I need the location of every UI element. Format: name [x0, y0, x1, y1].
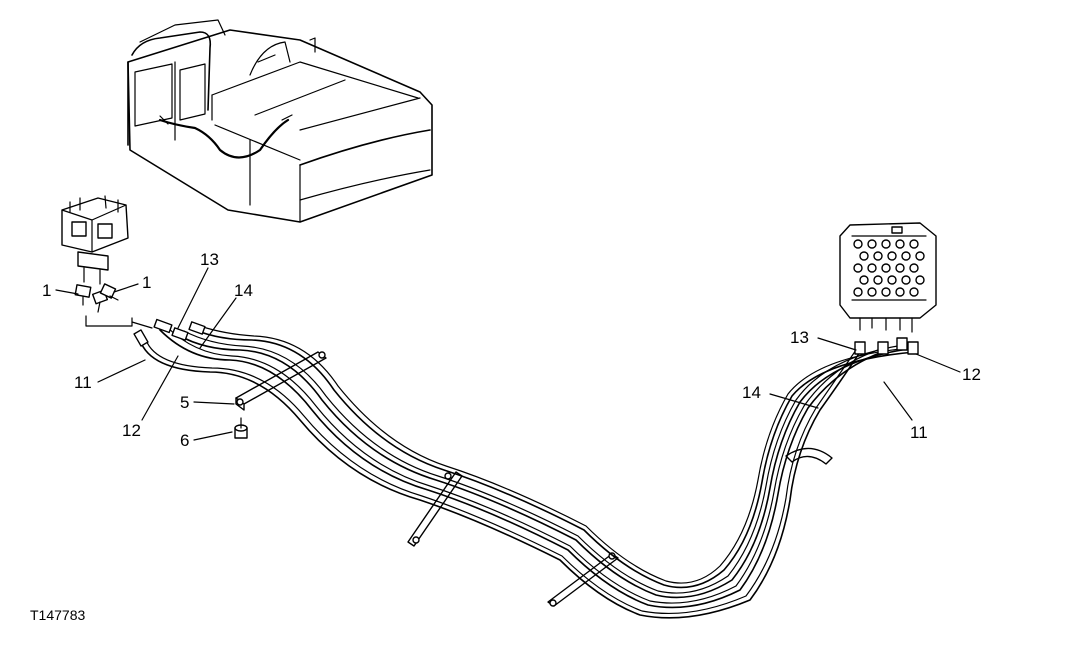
bolt: [234, 417, 248, 439]
hose-ends-left: [133, 318, 206, 347]
fittings-left: [74, 283, 153, 329]
leader-lines: [55, 267, 961, 441]
label-hose-14-right: 14: [742, 383, 761, 402]
hose-bundle: [139, 325, 916, 619]
figure-id: T147783: [30, 607, 85, 623]
label-hose-11-left: 11: [74, 373, 92, 392]
label-strap: 5: [180, 393, 189, 412]
hose-ends-right: [854, 337, 919, 355]
label-hose-12-left: 12: [122, 421, 141, 440]
label-fitting-left-b: 1: [142, 273, 151, 292]
label-hose-13-left: 13: [200, 250, 219, 269]
label-hose-14-left: 14: [234, 281, 253, 300]
valve-ports: [853, 239, 925, 297]
label-bolt: 6: [180, 431, 189, 450]
label-hose-11-right: 11: [910, 423, 928, 442]
excavator-upperstructure: [127, 19, 433, 223]
label-fitting-left-a: 1: [42, 281, 51, 300]
label-hose-13-right: 13: [790, 328, 809, 347]
pilot-control-valve-left: [61, 195, 129, 285]
label-hose-12-right: 12: [962, 365, 981, 384]
clamp-middle: [407, 471, 463, 547]
pilot-control-valve-right: [839, 222, 937, 333]
